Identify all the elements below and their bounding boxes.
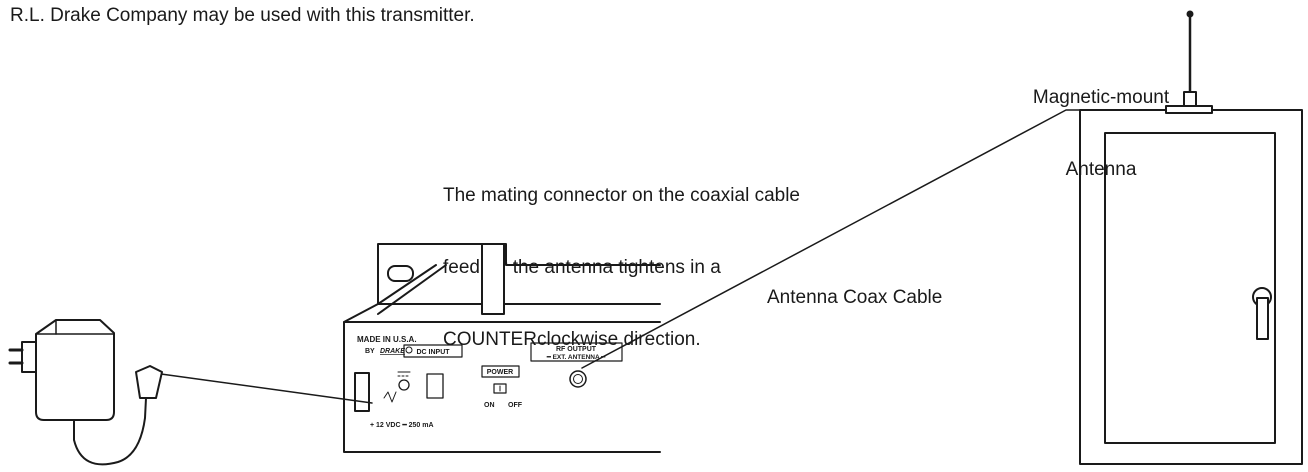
dc-connector-block	[426, 373, 444, 399]
made-in-usa-text: MADE IN U.S.A.	[357, 335, 417, 344]
mounting-slot	[387, 265, 414, 282]
antenna-label-line-1: Magnetic-mount	[1032, 87, 1170, 108]
dc-jack	[398, 379, 410, 391]
antenna-label: Magnetic-mount Antenna	[1011, 38, 1191, 206]
connector-note: The mating connector on the coaxial cabl…	[443, 136, 800, 376]
antenna-post	[481, 243, 505, 315]
power-on-label: ON	[484, 402, 495, 409]
transmitter-bevel	[377, 264, 437, 305]
antenna-magnet	[1165, 105, 1213, 114]
cabinet	[1079, 109, 1303, 465]
cabinet-outline	[1079, 109, 1303, 465]
adapter-plug-base	[21, 341, 37, 373]
antenna-coax-cable	[581, 109, 1167, 369]
door-latch	[1252, 287, 1272, 340]
magnetic-mount-antenna	[1165, 10, 1213, 114]
dc-plug	[354, 372, 370, 412]
dc-input-box	[403, 344, 463, 358]
voltage-rating: + 12 VDC ━ 250 mA	[370, 422, 434, 429]
registered-mark	[405, 346, 413, 354]
top-note: R.L. Drake Company may be used with this…	[10, 5, 475, 26]
rf-output-label: RF OUTPUT	[556, 346, 597, 353]
power-off-label: OFF	[508, 402, 523, 409]
antenna-label-line-2: Antenna	[1065, 159, 1137, 180]
ac-adapter	[8, 319, 163, 466]
power-switch	[493, 383, 507, 394]
dc-power-cord	[160, 373, 373, 404]
adapter-dc-plug	[135, 365, 163, 399]
power-label: POWER	[487, 369, 513, 376]
by-text: BY	[365, 348, 375, 355]
transmitter-top-edge	[377, 243, 661, 305]
transmitter: MADE IN U.S.A. BY DRAKE DC INPUT + 12 VD…	[343, 243, 661, 453]
rf-output-connector-inner	[573, 374, 583, 384]
ext-antenna-label: ━ EXT. ANTENNA ━	[546, 354, 606, 361]
power-label-box	[481, 365, 520, 378]
drake-logo: DRAKE	[380, 348, 405, 355]
antenna-tip	[1186, 10, 1194, 18]
rf-output-connector	[569, 370, 587, 388]
back-panel-corner	[343, 303, 379, 323]
adapter-cable	[73, 397, 147, 466]
polarity-symbol	[383, 391, 397, 403]
coax-cable-label: Antenna Coax Cable	[767, 287, 943, 308]
connector-note-line-2: feed for the antenna tightens in a	[443, 257, 721, 278]
dc-input-label: DC INPUT	[416, 349, 450, 356]
cabinet-door	[1104, 132, 1276, 444]
rf-output-box	[530, 342, 623, 362]
back-panel	[343, 321, 661, 453]
transmitter-bevel-2	[377, 264, 447, 315]
connector-note-line-1: The mating connector on the coaxial cabl…	[443, 185, 800, 206]
antenna-base	[1183, 91, 1197, 107]
adapter-body	[35, 319, 115, 421]
connector-note-line-3: COUNTERclockwise direction.	[443, 329, 701, 350]
